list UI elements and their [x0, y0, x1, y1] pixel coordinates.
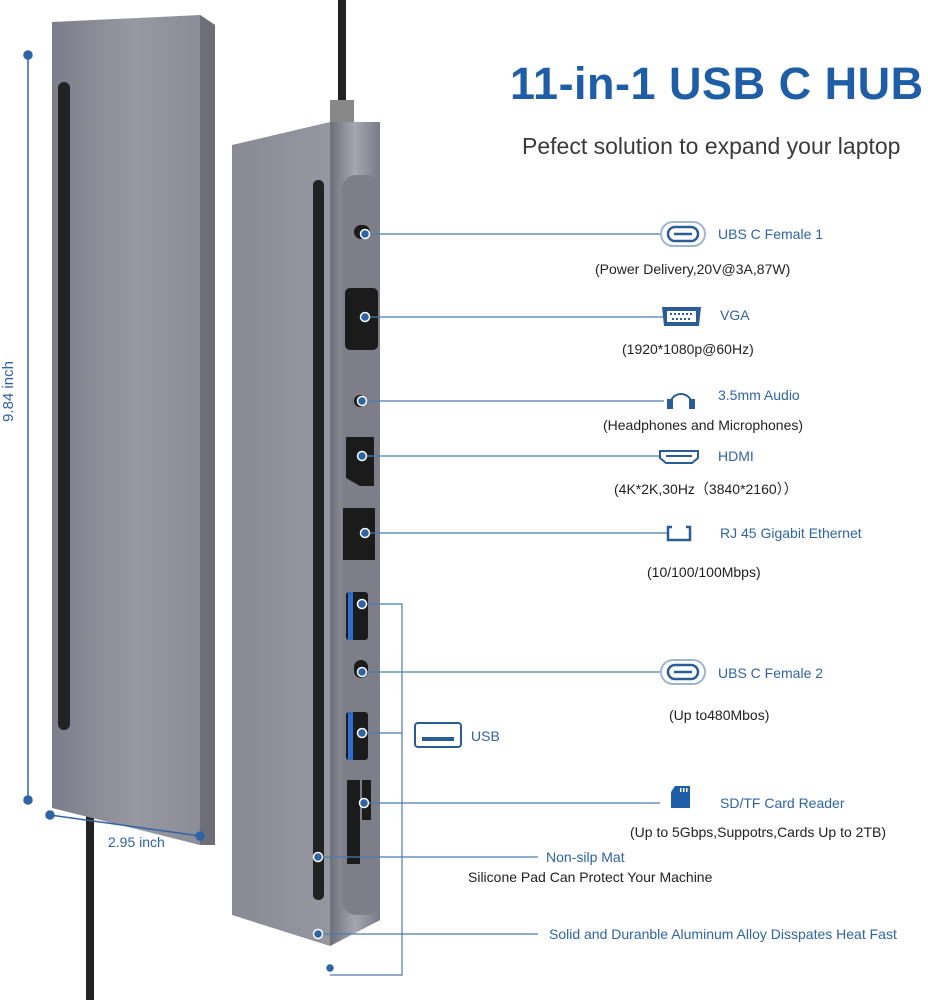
- callout-dots: [312, 228, 371, 974]
- hub-back-view: [52, 15, 215, 845]
- cable-connector: [330, 100, 354, 125]
- callout-lines: [318, 233, 667, 976]
- feature-label-aluminum: Solid and Duranble Aluminum Alloy Disspa…: [549, 926, 897, 942]
- port-label-vga: VGA: [720, 307, 750, 323]
- port-detail-usb-c-2: (Up to480Mbos): [669, 707, 770, 723]
- vga-icon: [662, 307, 701, 326]
- hdmi-icon: [659, 450, 699, 464]
- usb-c-icon: [660, 221, 706, 247]
- sd-card-icon: [671, 786, 690, 808]
- port-detail-audio: (Headphones and Microphones): [603, 417, 804, 433]
- dimension-lines: [23, 50, 205, 841]
- page-title: 11-in-1 USB C HUB: [510, 58, 924, 109]
- port-label-usb-c-1: UBS C Female 1: [718, 226, 824, 242]
- port-hdmi: [346, 437, 374, 486]
- usb-c-icon-2: [660, 659, 706, 685]
- hub-front-view: [232, 122, 380, 946]
- port-ethernet: [343, 508, 375, 560]
- height-dimension-label: 9.84 inch: [0, 361, 17, 422]
- port-label-hdmi: HDMI: [718, 448, 754, 464]
- port-detail-hdmi: (4K*2K,30Hz（3840*2160））: [614, 481, 798, 497]
- port-detail-ethernet: (10/100/100Mbps): [647, 564, 761, 580]
- headphones-icon: [667, 393, 695, 409]
- port-label-sd: SD/TF Card Reader: [720, 795, 845, 811]
- usb-a-icon: [414, 722, 462, 748]
- port-detail-usb-c-1: (Power Delivery,20V@3A,87W): [595, 261, 791, 277]
- port-sd: [347, 780, 360, 864]
- port-label-audio: 3.5mm Audio: [718, 387, 800, 403]
- ethernet-icon: [666, 525, 692, 542]
- port-label-usb-c-2: UBS C Female 2: [718, 665, 824, 681]
- width-dimension-label: 2.95 inch: [108, 834, 165, 850]
- page-subtitle: Pefect solution to expand your laptop: [522, 133, 901, 159]
- port-label-ethernet: RJ 45 Gigabit Ethernet: [720, 525, 862, 541]
- port-label-usb: USB: [471, 728, 500, 744]
- feature-detail-mat: Silicone Pad Can Protect Your Machine: [468, 869, 713, 885]
- feature-label-mat: Non-silp Mat: [546, 849, 625, 865]
- port-detail-vga: (1920*1080p@60Hz): [622, 341, 754, 357]
- port-detail-sd: (Up to 5Gbps,Suppotrs,Cards Up to 2TB): [630, 824, 886, 840]
